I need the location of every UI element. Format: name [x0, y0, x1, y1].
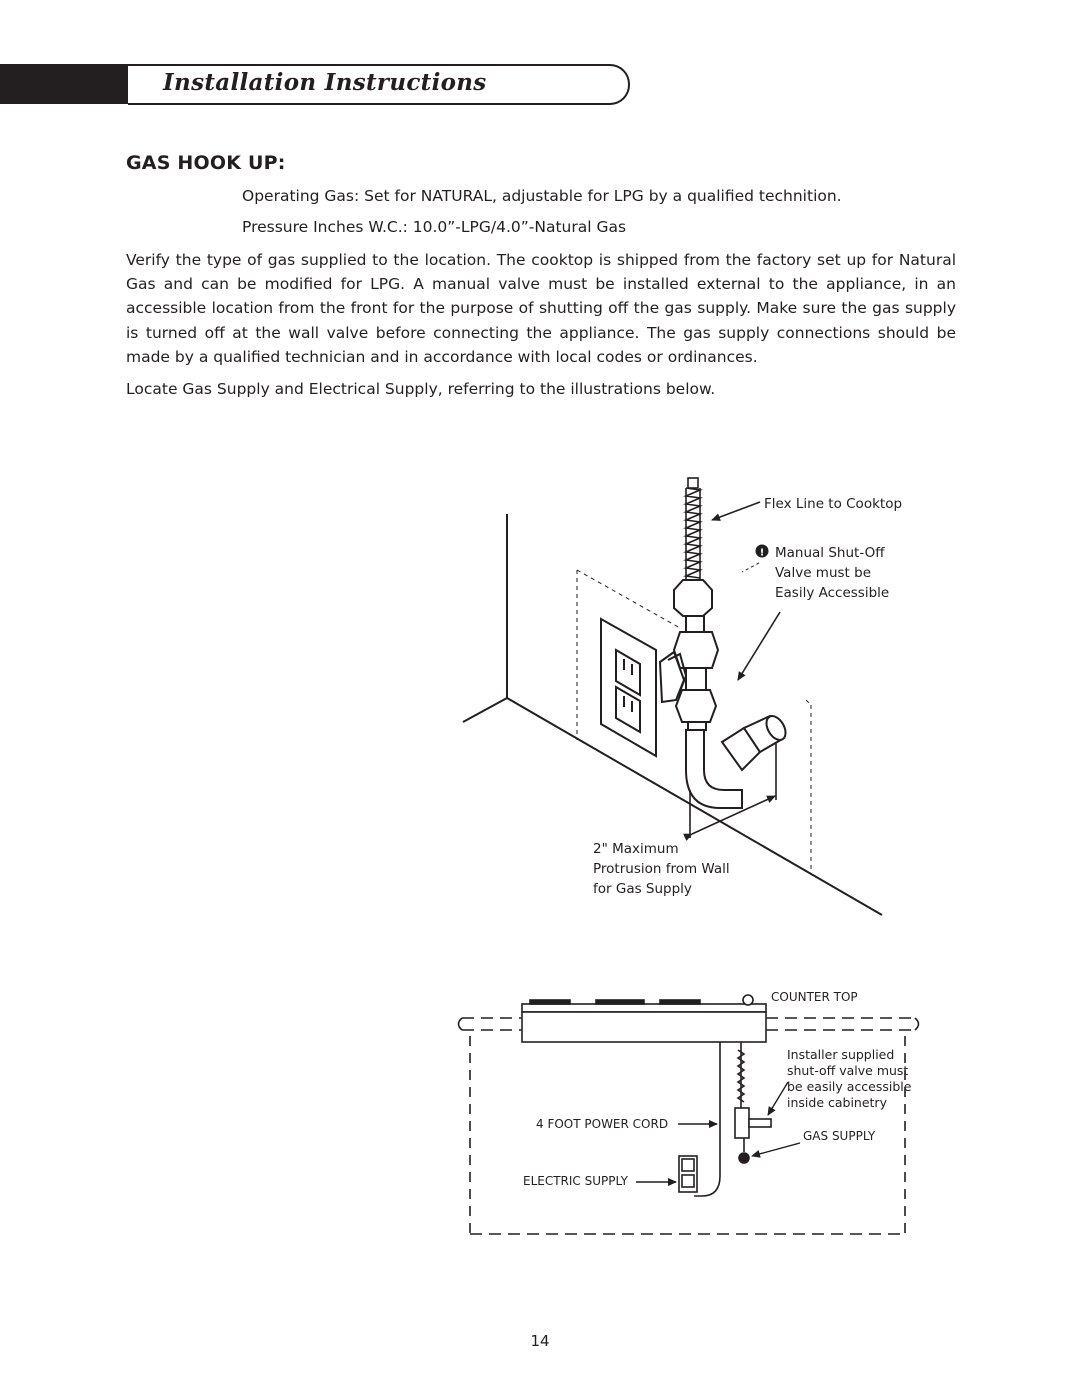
header-tab — [128, 64, 630, 105]
installer-label-line-3: be easily accessible — [787, 1079, 912, 1094]
operating-gas-line: Operating Gas: Set for NATURAL, adjustab… — [242, 187, 842, 205]
valve-leader — [737, 611, 781, 681]
section-title: GAS HOOK UP: — [126, 152, 286, 174]
protrusion-label-line-3: for Gas Supply — [593, 881, 692, 897]
cabinet-illustration — [457, 1017, 920, 1235]
installer-valve-leader — [767, 1081, 789, 1116]
flex-line — [683, 477, 703, 580]
protrusion-dimension — [683, 742, 777, 841]
page-header-title: Installation Instructions — [163, 69, 487, 96]
gas-supply-line — [734, 1042, 772, 1164]
counter-top-label: COUNTER TOP — [771, 990, 858, 1004]
gas-valve-assembly — [658, 579, 787, 809]
svg-text:!: ! — [760, 548, 765, 559]
installer-label-line-2: shut-off valve must — [787, 1063, 908, 1078]
page-number: 14 — [530, 1332, 550, 1350]
installer-label-line-4: inside cabinetry — [787, 1095, 888, 1110]
gas-supply-label: GAS SUPPLY — [803, 1129, 876, 1143]
protrusion-label-line-2: Protrusion from Wall — [593, 861, 730, 877]
warning-icon: ! — [755, 544, 769, 559]
installer-label-line-1: Installer supplied — [787, 1047, 894, 1062]
valve-label-line-3: Easily Accessible — [775, 585, 889, 601]
pressure-line: Pressure Inches W.C.: 10.0”-LPG/4.0”-Nat… — [242, 218, 627, 236]
flex-line-leader — [711, 501, 761, 521]
flex-line-label: Flex Line to Cooktop — [764, 496, 902, 512]
valve-label-line-1: Manual Shut-Off — [775, 545, 885, 561]
cooktop — [521, 994, 767, 1043]
body-paragraph: Verify the type of gas supplied to the l… — [126, 251, 956, 366]
valve-dashed-leader — [741, 562, 760, 573]
electric-supply-label: ELECTRIC SUPPLY — [523, 1174, 629, 1188]
power-cord — [678, 1042, 721, 1197]
valve-label-line-2: Valve must be — [775, 565, 871, 581]
locate-paragraph: Locate Gas Supply and Electrical Supply,… — [126, 380, 716, 398]
gas-supply-leader — [751, 1142, 801, 1158]
header-bar — [0, 64, 128, 104]
power-cord-label: 4 FOOT POWER CORD — [536, 1117, 668, 1131]
protrusion-label-line-1: 2" Maximum — [593, 841, 679, 857]
